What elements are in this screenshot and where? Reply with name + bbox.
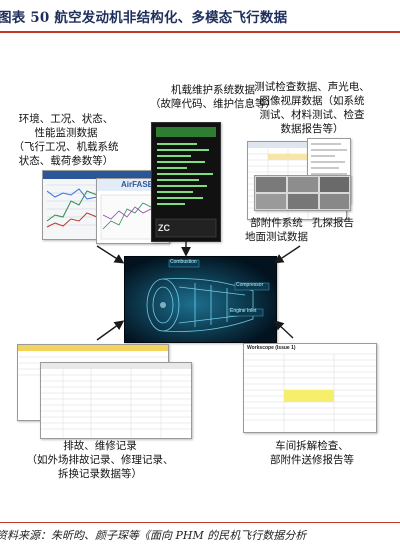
arrow-from-workshop	[273, 320, 294, 339]
maintenance-record-sheet	[40, 362, 192, 439]
maintenance-screen-graphic	[155, 143, 217, 238]
label-onboard-maintenance: 机载维护系统数据 （故障代码、维护信息等）	[150, 84, 276, 110]
label-test-data: 测试检查数据、声光电、 图像视屏数据（如系统 测试、材料测试、检查 数据报告等）	[254, 81, 370, 135]
header-divider	[0, 31, 400, 33]
test-report-graphic	[311, 143, 347, 175]
borescope-photos	[254, 175, 351, 211]
monitoring-chart-graphic	[43, 171, 153, 228]
onboard-maintenance-screenshot: ZC	[151, 122, 221, 242]
arrow-from-test	[273, 245, 301, 264]
arrow-from-maintenance	[96, 320, 125, 341]
engine-model-image: Combustion Compressor Engine Inlet	[124, 256, 277, 343]
label-ground-test: 部附件系统 地面测试数据	[245, 217, 308, 243]
figure-header: 图表 50 航空发动机非结构化、多模态飞行数据	[0, 0, 400, 34]
record-sheet-grid	[41, 363, 191, 438]
workshop-doc-title: Workscope (Issue 1)	[247, 345, 296, 351]
workshop-report-sheet: Workscope (Issue 1)	[243, 343, 377, 433]
footer-divider	[0, 522, 400, 523]
label-monitoring-data: 环境、工况、状态、 性能监测数据 （飞行工况、机载系统 状态、载荷参数等）	[13, 113, 119, 167]
workshop-report-grid	[244, 353, 376, 432]
airfase-logo: AirFASE	[121, 180, 154, 189]
engine-tag-compressor: Compressor	[236, 282, 264, 288]
arrow-from-monitoring	[96, 245, 125, 264]
engine-wireframe-graphic	[125, 257, 276, 342]
borescope-photo-graphic	[256, 177, 349, 209]
label-maintenance-records: 排故、维修记录 （如外场排故记录、修理记录、 拆换记录数据等）	[26, 440, 174, 480]
engine-tag-inlet: Engine Inlet	[230, 308, 257, 314]
onboard-brand: ZC	[158, 223, 170, 233]
label-borescope: 孔探报告	[312, 217, 354, 229]
label-workshop-inspection: 车间拆解检查、 部附件送修报告等	[270, 440, 354, 466]
figure-title: 图表 50 航空发动机非结构化、多模态飞行数据	[0, 10, 288, 26]
engine-tag-combustion: Combustion	[170, 259, 197, 265]
source-note: 资料来源：朱昕昀、颜子琛等《面向 PHM 的民机飞行数据分析	[0, 529, 307, 542]
